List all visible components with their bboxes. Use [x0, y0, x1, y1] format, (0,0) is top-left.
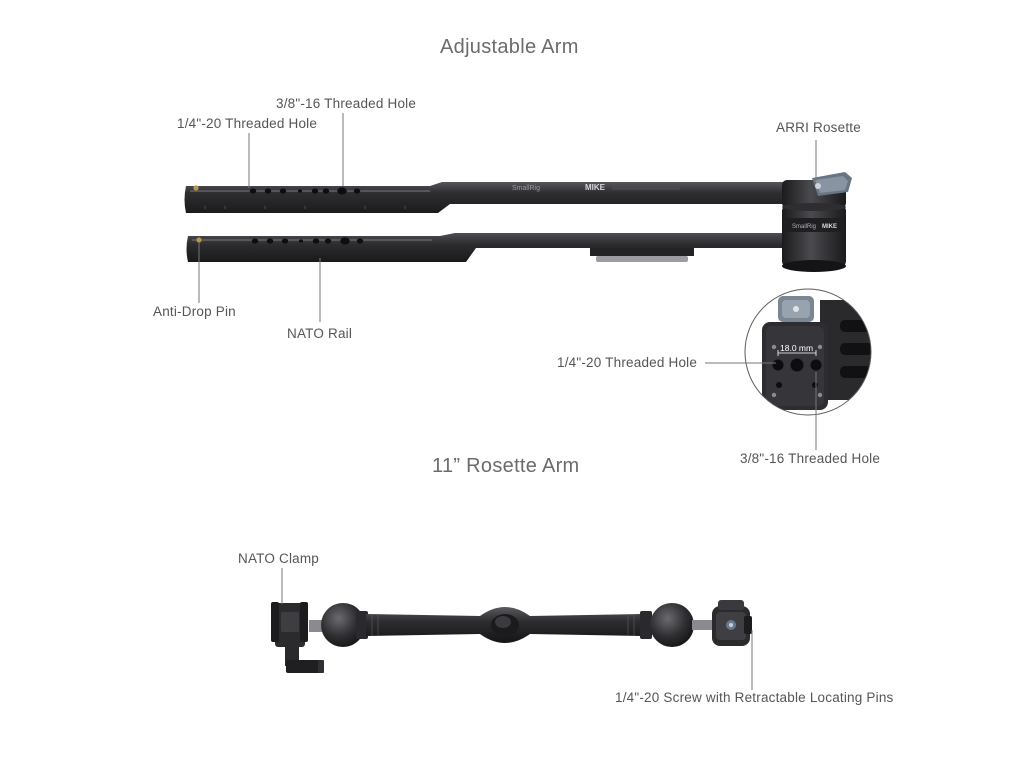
- nato-clamp-part: [271, 602, 324, 673]
- adjustable-arm-top-bar: SmallRig MIKE: [184, 182, 800, 213]
- brand-mark-hub: SmallRig: [792, 224, 816, 230]
- detail-magnifier: 18.0 mm: [744, 288, 872, 416]
- dimension-text: 18.0 mm: [780, 343, 813, 353]
- rosette-screw-part: [712, 600, 752, 646]
- label-anti-drop-pin: Anti-Drop Pin: [153, 304, 236, 319]
- label-38-threaded-hole-detail: 3/8"-16 Threaded Hole: [740, 451, 881, 466]
- model-mark-top: MIKE: [585, 183, 606, 192]
- label-arri-rosette: ARRI Rosette: [776, 120, 861, 135]
- leader-lines: [198, 113, 817, 690]
- label-nato-rail: NATO Rail: [287, 326, 353, 341]
- label-screw-locating-pins: 1/4"-20 Screw with Retractable Locating …: [615, 690, 894, 705]
- adjustable-arm-title: Adjustable Arm: [440, 36, 579, 58]
- arri-rosette-hub: SmallRig MIKE: [782, 172, 852, 272]
- adjustable-arm-bottom-bar: [186, 233, 800, 262]
- label-14-threaded-hole-top: 1/4"-20 Threaded Hole: [177, 116, 318, 131]
- label-38-threaded-hole-top: 3/8"-16 Threaded Hole: [276, 96, 417, 111]
- label-14-threaded-hole-detail: 1/4"-20 Threaded Hole: [557, 355, 698, 370]
- model-mark-hub: MIKE: [822, 224, 837, 230]
- rosette-arm: [271, 600, 752, 673]
- bottom-brass-pin: [196, 237, 202, 243]
- brand-mark-top: SmallRig: [512, 185, 540, 192]
- top-brass-pin: [193, 185, 199, 191]
- label-nato-clamp: NATO Clamp: [238, 551, 320, 566]
- rosette-arm-title: 11” Rosette Arm: [432, 455, 580, 477]
